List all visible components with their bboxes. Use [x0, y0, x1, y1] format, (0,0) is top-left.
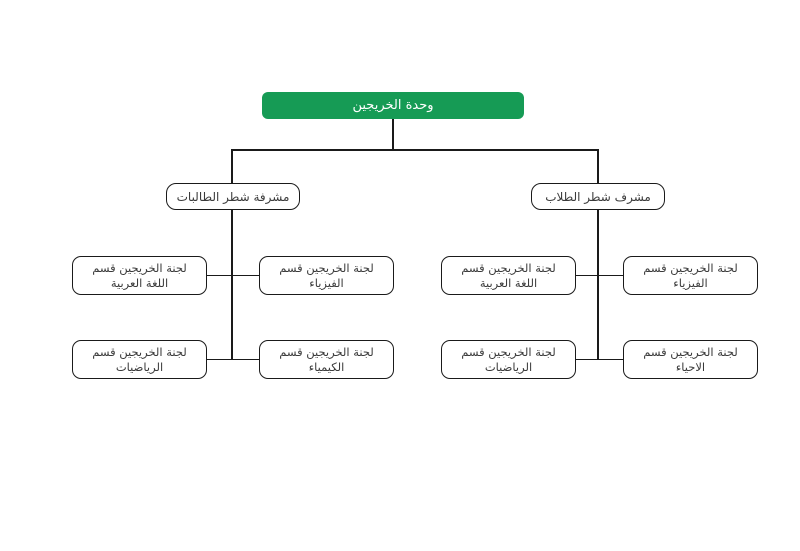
committee-label-line1: لجنة الخريجين قسم — [461, 260, 556, 275]
connector-root-vertical — [392, 119, 394, 150]
committee-label-line1: لجنة الخريجين قسم — [92, 260, 187, 275]
node-supervisor-female-label: مشرفة شطر الطالبات — [176, 189, 290, 204]
committee-label-line2: الفيزياء — [309, 275, 344, 290]
node-committee-arabic-male: لجنة الخريجين قسم اللغة العربية — [441, 256, 576, 295]
committee-label-line1: لجنة الخريجين قسم — [92, 344, 187, 359]
connector-left-row1 — [206, 274, 260, 276]
committee-label-line2: الرياضيات — [115, 359, 164, 374]
committee-label-line2: اللغة العربية — [479, 275, 538, 290]
node-committee-arabic-female: لجنة الخريجين قسم اللغة العربية — [72, 256, 207, 295]
connector-right-row2 — [575, 358, 624, 360]
node-committee-math-male: لجنة الخريجين قسم الرياضيات — [441, 340, 576, 379]
node-committee-math-female: لجنة الخريجين قسم الرياضيات — [72, 340, 207, 379]
node-committee-physics-female: لجنة الخريجين قسم الفيزياء — [259, 256, 394, 295]
node-graduates-unit: وحدة الخريجين — [262, 92, 524, 119]
node-graduates-unit-label: وحدة الخريجين — [352, 98, 434, 113]
connector-spine-left — [231, 210, 233, 360]
connector-left-row2 — [206, 358, 260, 360]
committee-label-line1: لجنة الخريجين قسم — [461, 344, 556, 359]
connector-main-horizontal — [231, 149, 598, 151]
committee-label-line1: لجنة الخريجين قسم — [643, 260, 738, 275]
node-supervisor-male-section: مشرف شطر الطلاب — [531, 183, 665, 210]
node-supervisor-female-section: مشرفة شطر الطالبات — [166, 183, 300, 210]
node-supervisor-male-label: مشرف شطر الطلاب — [545, 189, 651, 204]
committee-label-line1: لجنة الخريجين قسم — [279, 260, 374, 275]
committee-label-line2: اللغة العربية — [110, 275, 169, 290]
node-committee-biology-male: لجنة الخريجين قسم الاحياء — [623, 340, 758, 379]
connector-right-row1 — [575, 274, 624, 276]
committee-label-line2: الاحياء — [675, 359, 706, 374]
committee-label-line2: الرياضيات — [484, 359, 533, 374]
node-committee-chemistry-female: لجنة الخريجين قسم الكيمياء — [259, 340, 394, 379]
committee-label-line1: لجنة الخريجين قسم — [279, 344, 374, 359]
connector-drop-right — [597, 149, 599, 183]
committee-label-line2: الفيزياء — [673, 275, 708, 290]
committee-label-line1: لجنة الخريجين قسم — [643, 344, 738, 359]
connector-drop-left — [231, 149, 233, 183]
committee-label-line2: الكيمياء — [308, 359, 345, 374]
node-committee-physics-male: لجنة الخريجين قسم الفيزياء — [623, 256, 758, 295]
connector-spine-right — [597, 210, 599, 360]
